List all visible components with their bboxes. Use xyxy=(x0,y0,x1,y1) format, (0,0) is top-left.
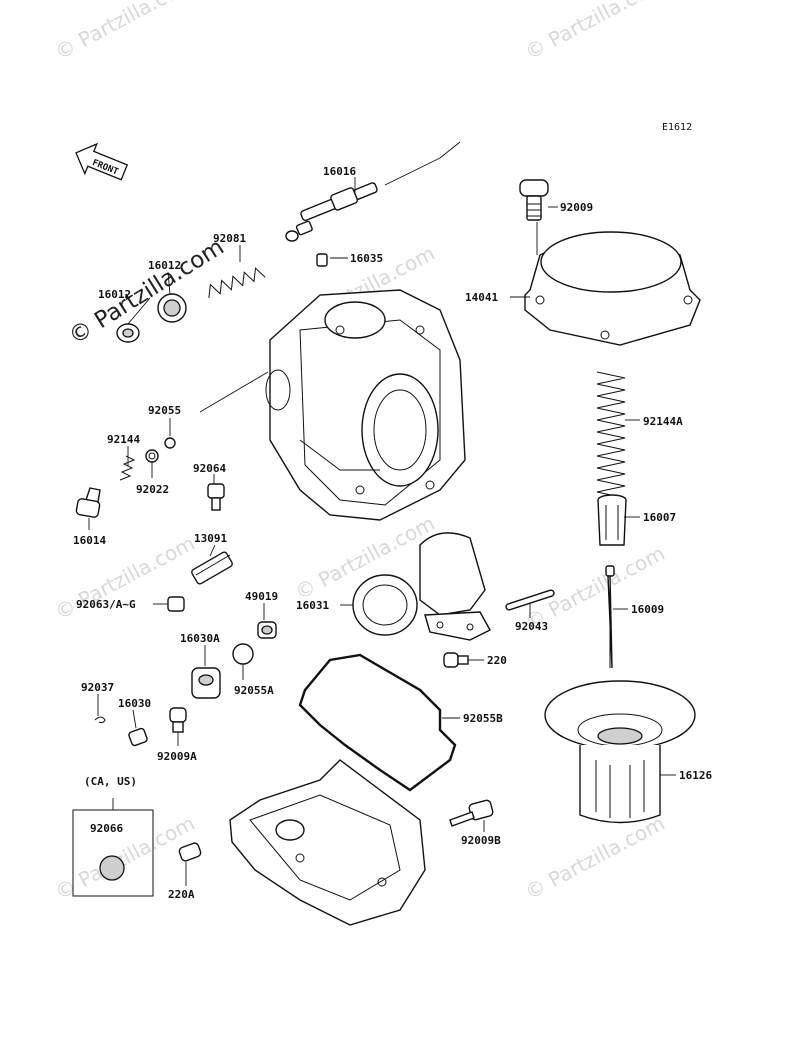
label-16012: 16012 xyxy=(148,259,181,272)
label-16030: 16030 xyxy=(118,697,151,710)
part-92144A[interactable] xyxy=(596,371,626,499)
part-92144[interactable] xyxy=(119,455,136,481)
label-92022: 92022 xyxy=(136,483,169,496)
watermark-text: © Partzilla.com xyxy=(521,811,669,905)
part-92009B[interactable] xyxy=(449,799,494,827)
label-92043: 92043 xyxy=(515,620,548,633)
part-16009[interactable] xyxy=(605,565,615,669)
part-16031[interactable] xyxy=(352,532,491,641)
label-92144A: 92144A xyxy=(643,415,683,428)
part-92063[interactable] xyxy=(167,596,185,612)
label-92055A: 92055A xyxy=(234,684,274,697)
label-49019: 49019 xyxy=(245,590,278,603)
part-92022[interactable] xyxy=(145,449,159,463)
part-16016[interactable] xyxy=(285,182,378,242)
leader-lines xyxy=(88,177,676,886)
part-carb-body xyxy=(265,289,466,521)
part-16030A[interactable] xyxy=(191,667,221,699)
part-16030[interactable] xyxy=(128,727,148,747)
guide-line xyxy=(199,371,269,413)
diagram-code: E1612 xyxy=(662,122,692,133)
label-220A: 220A xyxy=(168,888,195,901)
label-92037: 92037 xyxy=(81,681,114,694)
label-92009A: 92009A xyxy=(157,750,197,763)
label-16126: 16126 xyxy=(679,769,712,782)
label-92009: 92009 xyxy=(560,201,593,214)
label-14041: 14041 xyxy=(465,291,498,304)
part-49019[interactable] xyxy=(257,621,277,639)
watermark-text: © Partzilla.com xyxy=(51,0,199,64)
label-16030A: 16030A xyxy=(180,632,220,645)
part-92055A[interactable] xyxy=(232,643,254,665)
label-92144: 92144 xyxy=(107,433,140,446)
part-92043[interactable] xyxy=(505,589,555,611)
label-16035: 16035 xyxy=(350,252,383,265)
part-14041[interactable] xyxy=(524,231,701,346)
region-box xyxy=(72,809,154,897)
watermark-main: © Partzilla.com xyxy=(64,234,228,350)
label-92055: 92055 xyxy=(148,404,181,417)
part-16012[interactable] xyxy=(157,293,187,323)
label-92064: 92064 xyxy=(193,462,226,475)
front-arrow-icon: FRONT xyxy=(75,142,129,181)
part-92081[interactable] xyxy=(205,266,266,298)
label-16014: 16014 xyxy=(73,534,106,547)
region-note: (CA, US) xyxy=(84,775,137,788)
part-92064[interactable] xyxy=(207,483,225,511)
watermark-text: © Partzilla.com xyxy=(521,0,669,64)
part-220[interactable] xyxy=(443,652,469,668)
guide-line xyxy=(384,157,441,186)
part-float-bowl xyxy=(229,759,426,926)
label-16016: 16016 xyxy=(323,165,356,178)
part-92009A[interactable] xyxy=(169,707,187,733)
label-92063: 92063/A~G xyxy=(76,598,136,611)
part-13091[interactable] xyxy=(191,551,234,585)
part-16007[interactable] xyxy=(597,494,627,546)
part-220A[interactable] xyxy=(178,842,202,862)
part-16014[interactable] xyxy=(75,487,101,518)
label-13091: 13091 xyxy=(194,532,227,545)
part-labels: 16016 92009 92081 16012 16012 16035 1404… xyxy=(73,165,712,901)
part-92055[interactable] xyxy=(164,437,176,449)
part-16012-collar[interactable] xyxy=(116,323,140,343)
label-16007: 16007 xyxy=(643,511,676,524)
part-92037[interactable] xyxy=(94,716,106,724)
guide-line xyxy=(439,141,461,159)
part-16035[interactable] xyxy=(316,253,328,267)
part-92009[interactable] xyxy=(519,179,549,221)
label-16031: 16031 xyxy=(296,599,329,612)
label-220: 220 xyxy=(487,654,507,667)
part-92055B[interactable] xyxy=(298,653,457,792)
label-16009: 16009 xyxy=(631,603,664,616)
label-92009B: 92009B xyxy=(461,834,501,847)
part-16126[interactable] xyxy=(544,680,696,824)
label-92066: 92066 xyxy=(90,822,123,835)
label-16012-collar: 16012 xyxy=(98,288,131,301)
label-92081: 92081 xyxy=(213,232,246,245)
label-92055B: 92055B xyxy=(463,712,503,725)
